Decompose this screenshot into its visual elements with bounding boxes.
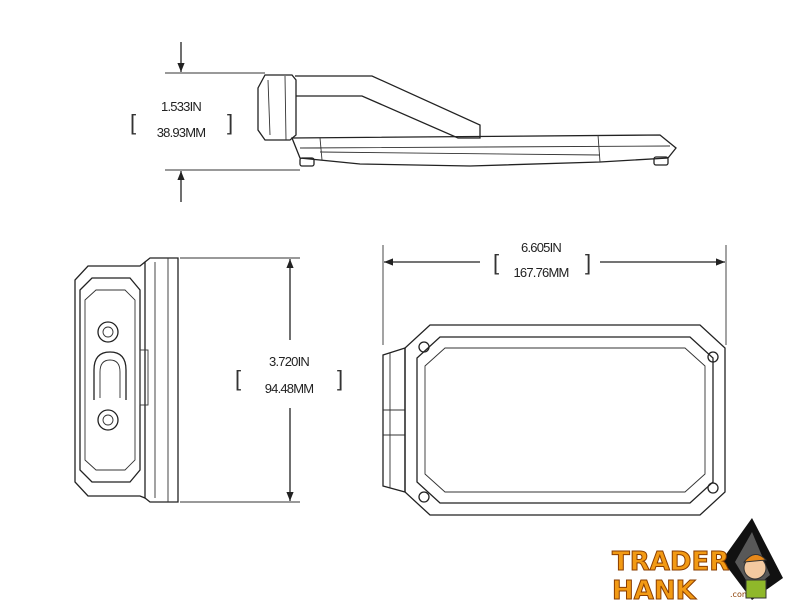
svg-text:HANK: HANK — [612, 576, 697, 606]
svg-text:]: ] — [585, 250, 591, 275]
depth-inches: 3.720IN — [269, 354, 309, 369]
height-dimension-label: [ ] 1.533IN 38.93MM — [130, 99, 233, 140]
depth-dimension-label: [ ] 3.720IN 94.48MM — [235, 354, 343, 396]
width-mm: 167.76MM — [513, 265, 568, 280]
svg-text:[: [ — [130, 110, 136, 135]
svg-text:[: [ — [235, 366, 241, 391]
depth-mm: 94.48MM — [265, 381, 314, 396]
height-inches: 1.533IN — [161, 99, 201, 114]
svg-text:.com: .com — [730, 590, 750, 599]
side-view — [165, 42, 677, 202]
svg-text:[: [ — [493, 250, 499, 275]
front-view — [382, 245, 727, 516]
height-mm: 38.93MM — [157, 125, 206, 140]
end-view — [74, 257, 300, 503]
svg-text:TRADER: TRADER — [612, 547, 729, 577]
svg-text:]: ] — [227, 110, 233, 135]
screw-icons — [418, 341, 719, 503]
width-dimension-label: [ ] 6.605IN 167.76MM — [493, 240, 591, 280]
svg-text:]: ] — [337, 366, 343, 391]
trader-hank-logo: TRADER HANK .com — [612, 518, 783, 607]
width-inches: 6.605IN — [521, 240, 561, 255]
